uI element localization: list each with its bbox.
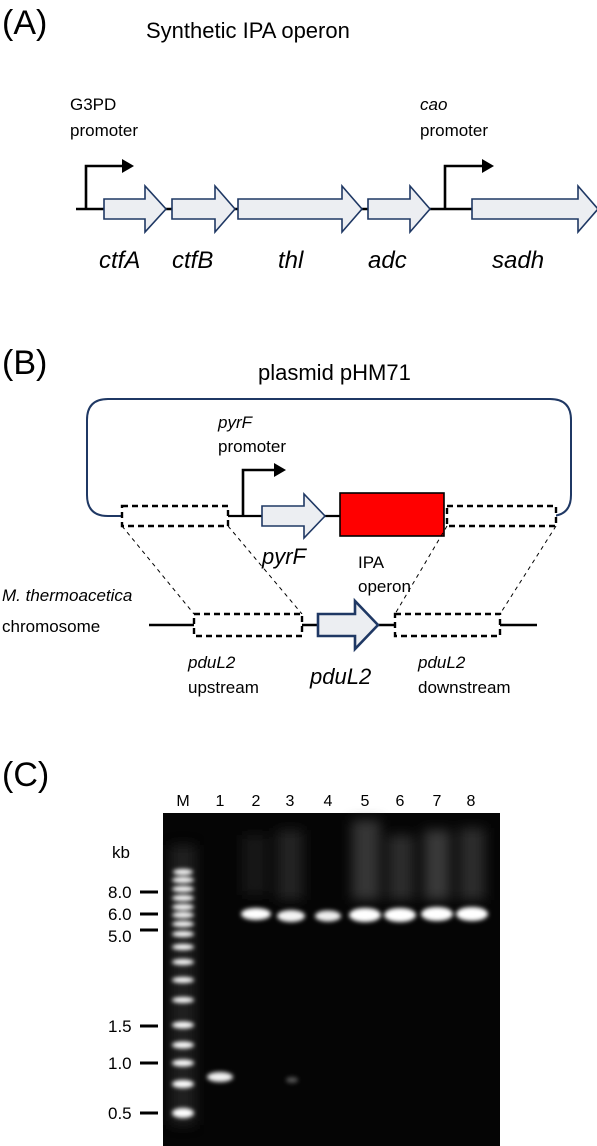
organism-label: M. thermoacetica <box>2 586 132 605</box>
chromosome-upstream-box <box>192 612 304 638</box>
marker-ladder-lane <box>170 845 196 1125</box>
ipa-operon-box <box>339 492 445 537</box>
pyrf-gene-arrow <box>261 492 327 540</box>
upstream-gene-label: pduL2 <box>187 653 236 672</box>
gel-band <box>207 1072 233 1082</box>
marker-size-label: 6.0 <box>108 905 132 924</box>
gel-smears <box>242 820 485 900</box>
gel-band <box>421 907 453 921</box>
thl-gene-arrow <box>237 183 364 235</box>
ctfb-gene-arrow <box>171 183 237 235</box>
panel-a-title: Synthetic IPA operon <box>146 18 350 43</box>
marker-size-label: 8.0 <box>108 883 132 902</box>
plasmid-downstream-homology-box <box>445 504 558 528</box>
gel-band <box>384 908 416 922</box>
g3pd-promoter-arrowhead <box>122 159 134 173</box>
crossover-line <box>227 525 303 615</box>
pdul2-gene-arrow <box>316 597 380 653</box>
crossover-line <box>499 525 557 615</box>
pyrf-promoter-arrow <box>241 468 274 516</box>
cao-label: cao <box>420 95 447 114</box>
chromosome-downstream-box <box>393 612 502 638</box>
downstream-label: downstream <box>418 678 511 697</box>
g3pd-promoter-arrow <box>84 164 122 209</box>
ctfa-gene-arrow <box>103 183 168 235</box>
pdul2-label: pduL2 <box>309 664 371 689</box>
cao-promoter-label: promoter <box>420 121 488 140</box>
cao-promoter-arrowhead <box>482 159 494 173</box>
ctfb-label: ctfB <box>172 247 213 274</box>
lane-label: 5 <box>361 793 370 810</box>
cao-promoter-arrow <box>443 164 482 209</box>
gel-band <box>456 907 488 921</box>
plasmid-upstream-homology-box <box>120 504 230 528</box>
plasmid-label: plasmid pHM71 <box>258 360 411 385</box>
upstream-label: upstream <box>188 678 259 697</box>
g3pd-promoter-label: promoter <box>70 121 138 140</box>
sadh-gene-arrow <box>471 183 597 235</box>
downstream-gene-label: pduL2 <box>417 653 466 672</box>
lane-label: 4 <box>324 793 333 810</box>
lane-label: 7 <box>433 793 442 810</box>
marker-size-label: 1.5 <box>108 1017 132 1036</box>
g3pd-label: G3PD <box>70 95 116 114</box>
lane-label: 3 <box>286 793 295 810</box>
adc-gene-arrow <box>367 183 432 235</box>
panel-b-label: (B) <box>2 344 47 382</box>
pyrf-promoter-gene-label: pyrF <box>217 413 254 432</box>
ipa-label: IPA <box>358 553 385 572</box>
gel-band <box>277 910 305 922</box>
chromosome-label: chromosome <box>2 617 100 636</box>
gel-band <box>349 908 381 922</box>
gel-band <box>315 910 341 922</box>
panel-c-label: (C) <box>2 756 49 794</box>
pyrf-label: pyrF <box>261 544 308 569</box>
pyrf-promoter-arrowhead <box>274 463 286 477</box>
crossover-line <box>121 525 195 615</box>
kb-unit-label: kb <box>112 843 130 862</box>
panel-a-label: (A) <box>2 4 47 42</box>
ctfa-label: ctfA <box>99 247 140 274</box>
pyrf-promoter-label: promoter <box>218 437 286 456</box>
sadh-label: sadh <box>492 247 544 274</box>
marker-size-label: 1.0 <box>108 1054 132 1073</box>
lane-label: 6 <box>396 793 405 810</box>
plasmid-loop <box>86 398 572 517</box>
gel-band <box>241 908 271 920</box>
gel-faint-spot <box>286 1077 298 1083</box>
lane-label: M <box>176 793 189 810</box>
lane-label: 8 <box>467 793 476 810</box>
gel-bands <box>207 907 488 1083</box>
thl-label: thl <box>278 247 304 274</box>
lane-label: 2 <box>252 793 261 810</box>
crossover-line <box>394 525 448 615</box>
lane-label: 1 <box>216 793 225 810</box>
marker-size-label: 5.0 <box>108 927 132 946</box>
adc-label: adc <box>368 247 407 274</box>
operon-label: operon <box>358 577 411 596</box>
marker-size-label: 0.5 <box>108 1104 132 1123</box>
